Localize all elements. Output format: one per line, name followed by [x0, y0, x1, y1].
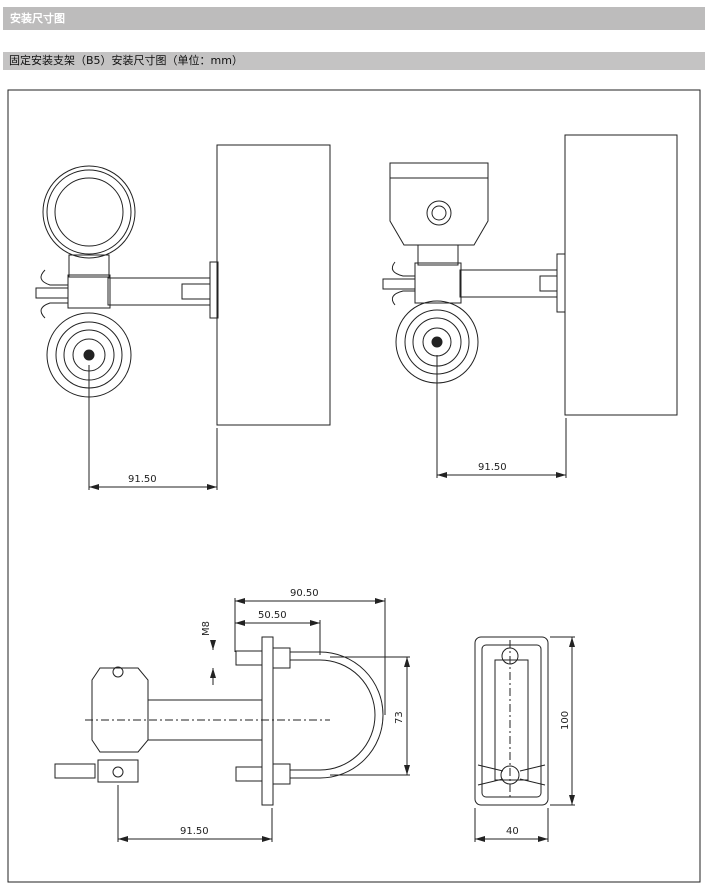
dim-offset: 91.50	[180, 826, 209, 837]
dim-bracket-width: 40	[506, 826, 519, 837]
dim-bracket-height: 100	[560, 711, 571, 730]
section-title: 安装尺寸图	[3, 7, 705, 30]
bracket-front-view	[474, 636, 575, 842]
wall	[564, 134, 678, 416]
side-view-box-housing	[382, 134, 678, 478]
dim-overall: 90.50	[290, 588, 319, 599]
subsection-title: 固定安装支架（B5）安装尺寸图（单位：mm）	[3, 52, 705, 70]
drawing-frame	[7, 89, 701, 883]
dim-view1: 91.50	[128, 474, 157, 485]
dim-height: 73	[394, 711, 405, 724]
front-view-round-housing	[35, 144, 331, 490]
wall	[216, 144, 331, 426]
bracket-side-view	[54, 598, 410, 842]
dim-inner: 50.50	[258, 610, 287, 621]
dim-view2: 91.50	[478, 462, 507, 473]
dim-thread: M8	[201, 621, 212, 636]
